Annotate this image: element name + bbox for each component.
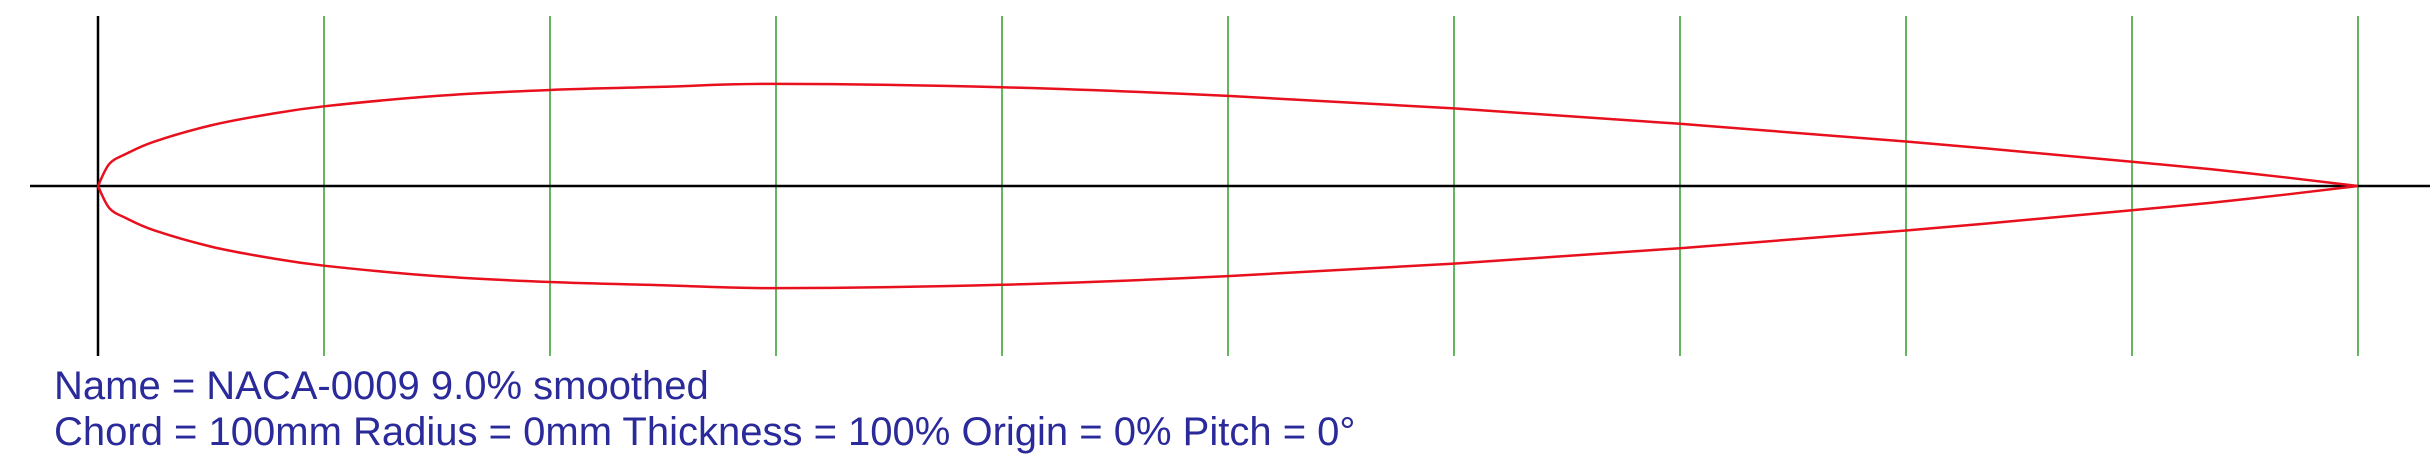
airfoil-upper-surface	[96, 82, 2359, 188]
airfoil-name-text: Name = NACA-0009 9.0% smoothed	[54, 364, 709, 408]
airfoil-lower-surface	[96, 184, 2359, 290]
airfoil-parameters-text: Chord = 100mm Radius = 0mm Thickness = 1…	[54, 410, 1356, 454]
